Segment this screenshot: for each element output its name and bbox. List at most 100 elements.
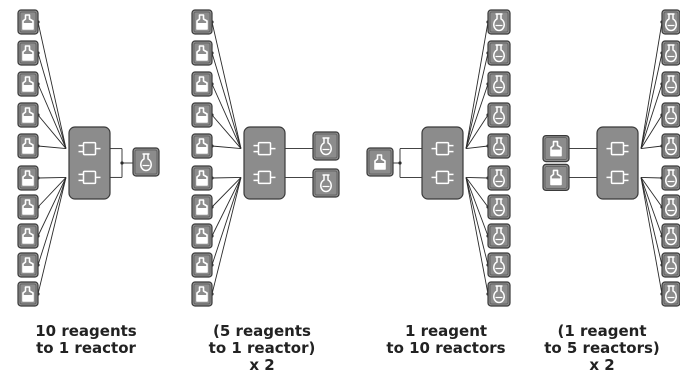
reagent-bottle-10	[191, 281, 213, 307]
connection-line	[640, 177, 663, 237]
connection-line	[465, 177, 489, 266]
valve-module	[421, 126, 464, 200]
connection-line	[37, 114, 67, 149]
caption-line: x 2	[589, 356, 615, 374]
connection-line	[211, 177, 242, 295]
connection-line	[465, 145, 489, 150]
valve-module	[68, 126, 111, 200]
reactor-10	[661, 281, 680, 307]
caption-line: (5 reagents	[213, 322, 311, 340]
caption-line: 10 reagents	[35, 322, 137, 340]
reactor-3	[661, 71, 680, 97]
reactor-8	[487, 223, 511, 249]
connection-line	[211, 52, 242, 149]
reactor-9	[487, 252, 511, 278]
selector-valve-icon	[431, 170, 454, 185]
connection-line	[465, 52, 489, 149]
caption-line: to 1 reactor	[36, 339, 136, 357]
connection-line	[640, 21, 663, 149]
modules	[17, 9, 680, 307]
reagent-bottle-4	[17, 102, 39, 128]
reagent-bottle-2	[191, 40, 213, 66]
reactor-1	[487, 9, 511, 35]
connection-point	[398, 161, 402, 165]
connection-line	[37, 52, 67, 149]
connection-line	[211, 176, 242, 179]
reactor-10	[487, 281, 511, 307]
reagent-bottle-10	[17, 281, 39, 307]
connection-line	[640, 177, 663, 295]
reagent-bottle-3	[191, 71, 213, 97]
caption-config-2: (5 reagents to 1 reactor) x 2	[187, 323, 337, 374]
reagent-bottle-5	[17, 133, 39, 159]
connection-line	[640, 176, 663, 179]
reagent-bottle-6	[17, 165, 39, 191]
connection-line	[37, 21, 67, 149]
selector-valve-icon	[253, 141, 276, 156]
reactor-4	[487, 102, 511, 128]
reagent-bottle-6	[191, 165, 213, 191]
reagent-bottle-8	[191, 223, 213, 249]
reactor-1	[312, 131, 340, 161]
valve-module	[596, 126, 639, 200]
reactor-5	[487, 133, 511, 159]
selector-valve-icon	[253, 170, 276, 185]
caption-config-1: 10 reagents to 1 reactor	[11, 323, 161, 357]
reagent-bottle-2	[542, 163, 570, 191]
connection-line	[640, 177, 663, 266]
reagent-bottle-2	[17, 40, 39, 66]
connection-line	[211, 177, 242, 208]
selector-valve-icon	[78, 170, 101, 185]
reagent-bottle-9	[17, 252, 39, 278]
reagent-bottle-7	[191, 194, 213, 220]
caption-config-3: 1 reagent to 10 reactors	[371, 323, 521, 357]
connection-line	[465, 177, 489, 295]
connection-line	[211, 177, 242, 237]
selector-valve-icon	[606, 170, 629, 185]
connection-line	[640, 114, 663, 149]
caption-line: to 10 reactors	[386, 339, 506, 357]
connection-line	[465, 176, 489, 179]
connection-line	[465, 177, 489, 237]
connection-line	[211, 145, 242, 150]
connection-line	[37, 177, 67, 237]
connection-line	[465, 21, 489, 149]
selector-valve-icon	[431, 141, 454, 156]
connection-line	[465, 114, 489, 149]
reactor-6	[487, 165, 511, 191]
reactor-2	[312, 168, 340, 198]
caption-line: x 2	[249, 356, 275, 374]
connection-line	[37, 83, 67, 149]
reagent-bottle-7	[17, 194, 39, 220]
connection-line	[465, 177, 489, 208]
reactor-2	[487, 40, 511, 66]
reagent-bottle-1	[366, 147, 394, 177]
reagent-bottle-8	[17, 223, 39, 249]
selector-valve-icon	[606, 141, 629, 156]
reagent-bottle-1	[542, 135, 570, 163]
reagent-bottle-1	[17, 9, 39, 35]
connection-line	[37, 176, 67, 179]
reactor-1	[661, 9, 680, 35]
caption-line: to 1 reactor)	[208, 339, 316, 357]
reagent-bottle-1	[191, 9, 213, 35]
caption-config-4: (1 reagent to 5 reactors) x 2	[527, 323, 677, 374]
connection-line	[640, 177, 663, 208]
valve-module	[243, 126, 286, 200]
connection-line	[211, 114, 242, 149]
connection-line	[211, 177, 242, 266]
reactor-7	[661, 194, 680, 220]
connection-line	[37, 177, 67, 295]
connection-line	[37, 177, 67, 266]
caption-line: to 5 reactors)	[544, 339, 660, 357]
caption-line: (1 reagent	[557, 322, 647, 340]
reactor-5	[661, 133, 680, 159]
reactor-6	[661, 165, 680, 191]
connection-line	[640, 83, 663, 149]
connection-line	[211, 21, 242, 149]
reactor-7	[487, 194, 511, 220]
reagent-bottle-4	[191, 102, 213, 128]
connection-line	[37, 177, 67, 208]
reactor-4	[661, 102, 680, 128]
